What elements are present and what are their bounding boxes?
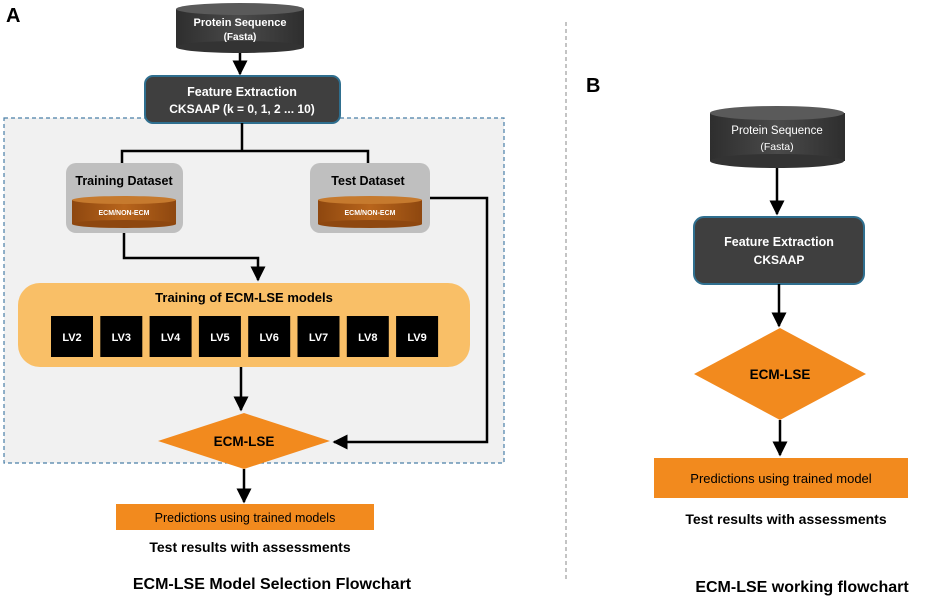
feature-extraction-box-b: [693, 216, 865, 285]
lv-model-box: [248, 316, 291, 357]
panel-a-letter: A: [6, 5, 20, 27]
arrow-test-to-ensemble: [332, 196, 489, 450]
panel-b-letter: B: [586, 75, 600, 97]
lv-model-box: [100, 316, 143, 357]
input-database-icon-b: [710, 106, 845, 168]
prediction-label: Predictions using trained models: [155, 511, 336, 525]
lv-model-box: [396, 316, 439, 357]
feature-extraction-method: CKSAAP (k = 0, 1, 2 ... 10): [169, 102, 315, 116]
feature-extraction-method-b: CKSAAP: [754, 253, 805, 267]
arrow-training-to-models: [122, 233, 266, 282]
lv-model-label: LV9: [407, 332, 426, 344]
lv-model-label: LV7: [309, 332, 328, 344]
test-database-label: ECM/NON-ECM: [345, 210, 396, 217]
test-database-icon: [318, 196, 422, 228]
prediction-box-b: [654, 458, 908, 498]
lv-model-box: [346, 316, 389, 357]
models-panel-title: Training of ECM-LSE models: [155, 290, 333, 305]
input-format-b: (Fasta): [760, 141, 793, 153]
training-database-label: ECM/NON-ECM: [99, 210, 150, 217]
ensemble-diamond: [158, 413, 330, 469]
test-dataset-title: Test Dataset: [331, 174, 405, 188]
feature-extraction-title: Feature Extraction: [187, 85, 297, 99]
ensemble-label-b: ECM-LSE: [750, 367, 811, 382]
panel-a-caption: ECM-LSE Model Selection Flowchart: [133, 576, 412, 593]
input-title: Protein Sequence: [194, 17, 287, 29]
ensemble-diamond-b: [694, 328, 866, 420]
results-label-b: Test results with assessments: [685, 511, 886, 527]
lv-model-label: LV4: [161, 332, 181, 344]
input-database-icon: [176, 3, 304, 53]
feature-extraction-title-b: Feature Extraction: [724, 235, 834, 249]
training-database-icon: [72, 196, 176, 228]
results-label: Test results with assessments: [149, 539, 350, 555]
lv-model-label: LV6: [260, 332, 279, 344]
lv-model-group: LV2 LV3 LV4 LV5 LV6 LV7 LV8 LV9: [51, 316, 439, 357]
lv-model-label: LV8: [358, 332, 377, 344]
training-dataset-title: Training Dataset: [75, 174, 173, 188]
input-title-b: Protein Sequence: [731, 125, 822, 137]
prediction-label-b: Predictions using trained model: [690, 471, 871, 486]
lv-model-label: LV2: [62, 332, 81, 344]
connector-branches: [120, 149, 370, 163]
lv-model-label: LV3: [112, 332, 131, 344]
panel-b-caption: ECM-LSE working flowchart: [695, 579, 909, 596]
lv-model-box: [149, 316, 192, 357]
lv-model-box: [297, 316, 340, 357]
lv-model-box: [198, 316, 241, 357]
lv-model-label: LV5: [210, 332, 229, 344]
ensemble-label: ECM-LSE: [214, 434, 275, 449]
input-format: (Fasta): [224, 32, 257, 43]
lv-model-box: [51, 316, 93, 357]
prediction-box: [116, 504, 374, 530]
